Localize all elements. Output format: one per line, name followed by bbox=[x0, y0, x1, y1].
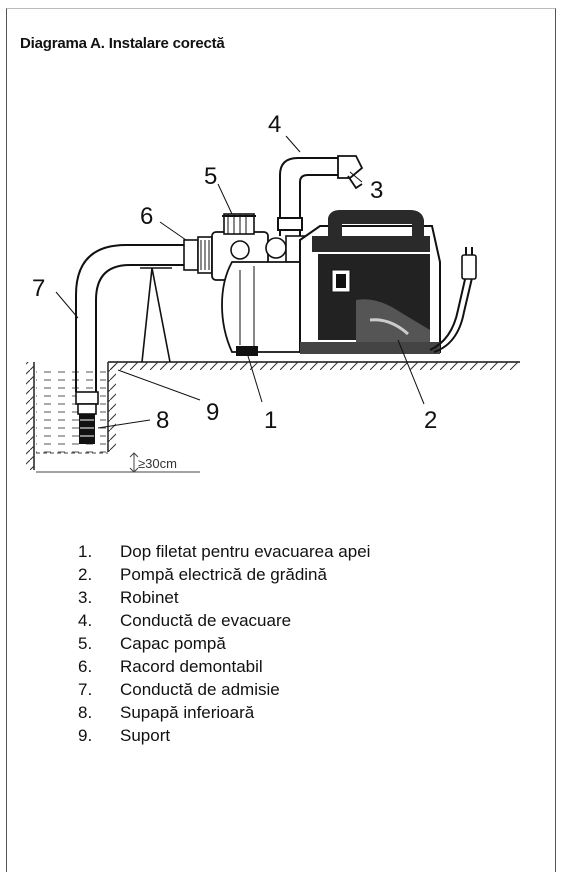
legend-item: 5. Capac pompă bbox=[78, 632, 498, 655]
legend-item: 7. Conductă de admisie bbox=[78, 678, 498, 701]
callout-5: 5 bbox=[204, 163, 217, 190]
support-stand bbox=[140, 267, 172, 363]
callout-9: 9 bbox=[206, 399, 219, 426]
legend-text: Conductă de admisie bbox=[120, 680, 280, 699]
diagram-title: Diagrama A. Instalare corectă bbox=[20, 35, 225, 52]
legend-text: Robinet bbox=[120, 588, 179, 607]
power-cable bbox=[429, 274, 473, 353]
legend-text: Supapă inferioară bbox=[120, 703, 255, 722]
legend-item: 9. Suport bbox=[78, 724, 498, 747]
legend-number: 5. bbox=[78, 634, 93, 653]
discharge-pipe bbox=[277, 157, 340, 236]
legend-item: 8. Supapă inferioară bbox=[78, 701, 498, 724]
suction-pipe bbox=[75, 244, 190, 392]
leader-lines bbox=[55, 135, 425, 429]
depth-label: ≥30cm bbox=[138, 456, 177, 471]
legend-text: Capac pompă bbox=[120, 634, 226, 653]
callout-7: 7 bbox=[32, 275, 45, 302]
tap-faucet bbox=[337, 155, 364, 190]
legend-text: Pompă electrică de grădină bbox=[120, 565, 327, 584]
legend-text: Conductă de evacuare bbox=[120, 611, 292, 630]
callout-6: 6 bbox=[140, 203, 153, 230]
legend-number: 6. bbox=[78, 657, 93, 676]
ground bbox=[26, 361, 520, 470]
legend-item: 3. Robinet bbox=[78, 586, 498, 609]
legend-text: Dop filetat pentru evacuarea apei bbox=[120, 542, 371, 561]
callout-4: 4 bbox=[268, 111, 281, 138]
legend-number: 4. bbox=[78, 611, 93, 630]
pump-body bbox=[221, 210, 441, 356]
callout-3: 3 bbox=[370, 177, 383, 204]
figure-frame bbox=[6, 8, 556, 872]
legend-number: 9. bbox=[78, 726, 93, 745]
legend-item: 1. Dop filetat pentru evacuarea apei bbox=[78, 540, 498, 563]
foot-valve bbox=[75, 391, 99, 444]
legend-item: 2. Pompă electrică de grădină bbox=[78, 563, 498, 586]
legend-item: 6. Racord demontabil bbox=[78, 655, 498, 678]
legend-number: 1. bbox=[78, 542, 93, 561]
plug-icon bbox=[461, 247, 477, 280]
legend-number: 8. bbox=[78, 703, 93, 722]
callout-1: 1 bbox=[264, 407, 277, 434]
legend-number: 3. bbox=[78, 588, 93, 607]
legend-item: 4. Conductă de evacuare bbox=[78, 609, 498, 632]
callout-8: 8 bbox=[156, 407, 169, 434]
legend-text: Racord demontabil bbox=[120, 657, 263, 676]
legend-number: 7. bbox=[78, 680, 93, 699]
callout-2: 2 bbox=[424, 407, 437, 434]
parts-legend: 1. Dop filetat pentru evacuarea apei 2. Po… bbox=[78, 540, 498, 747]
union-fitting bbox=[183, 236, 213, 274]
legend-number: 2. bbox=[78, 565, 93, 584]
legend-text: Suport bbox=[120, 726, 171, 745]
